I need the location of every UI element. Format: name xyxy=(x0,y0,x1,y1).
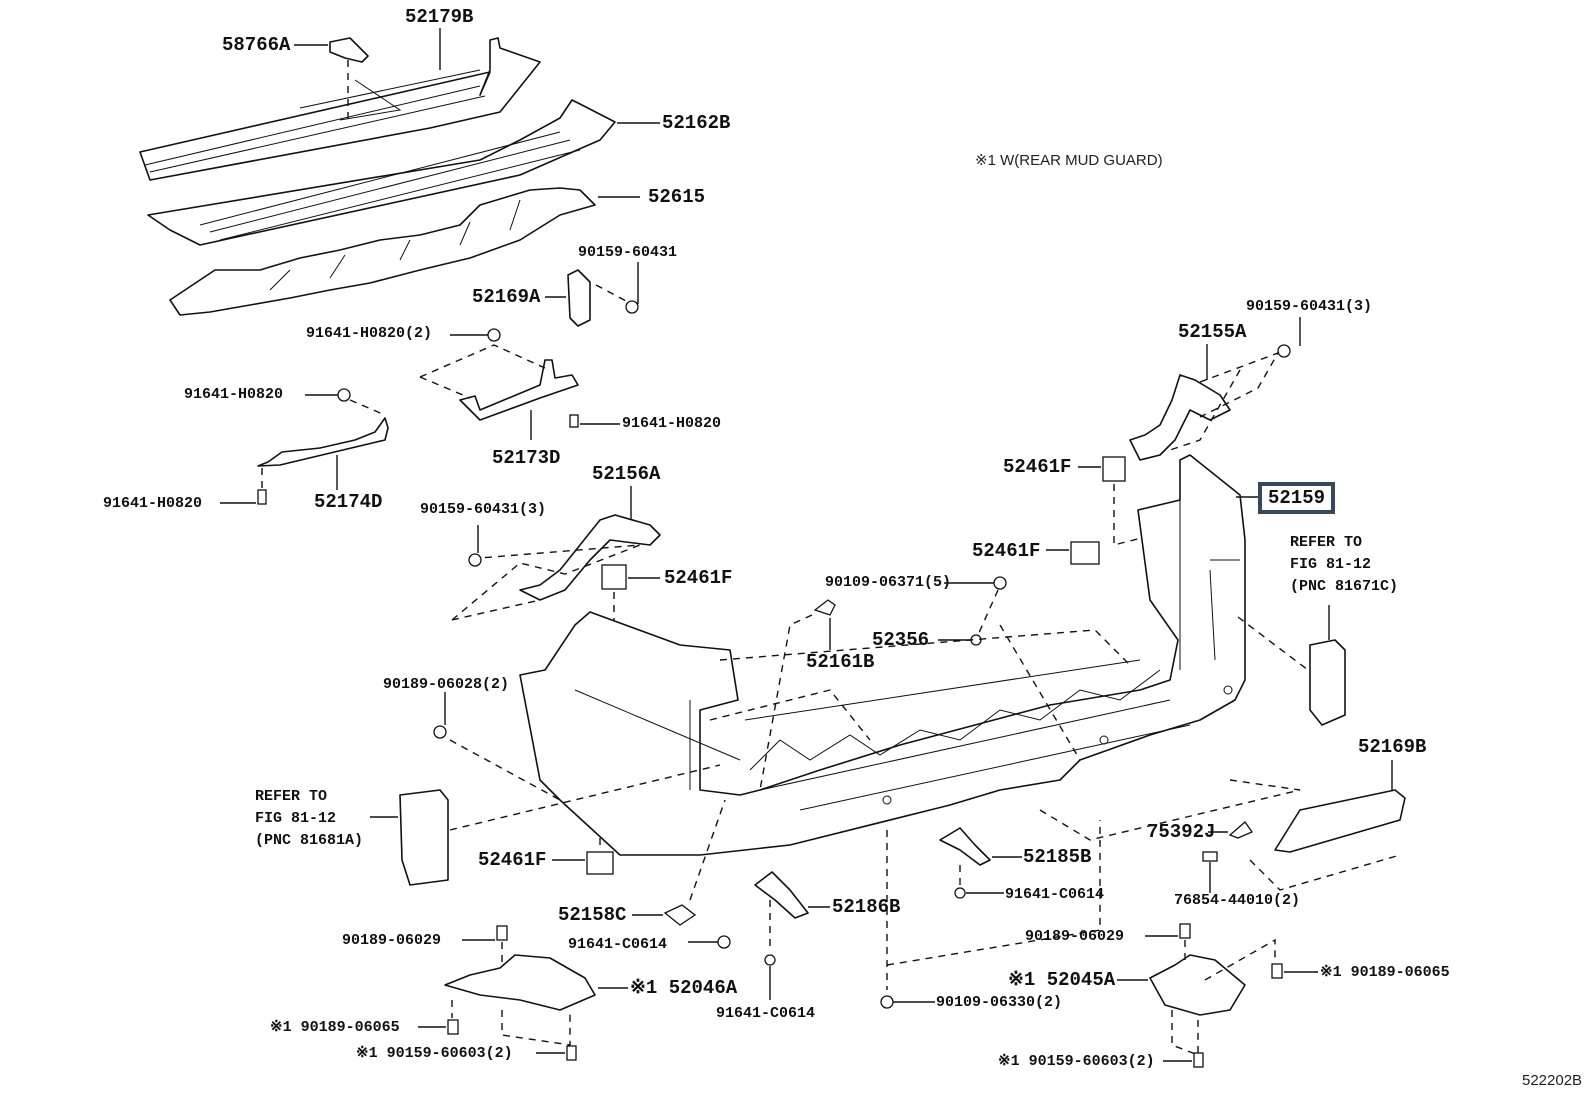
part-label-52169b[interactable]: 52169B xyxy=(1358,736,1427,758)
part-label-90109-06330-2[interactable]: 90109-06330(2) xyxy=(936,994,1063,1011)
lamp-81671c-drawing xyxy=(1309,639,1346,726)
bolt-icon xyxy=(337,388,351,402)
part-label-91641-h0820-2[interactable]: 91641-H0820(2) xyxy=(306,325,433,342)
part-label-52356[interactable]: 52356 xyxy=(872,629,930,651)
clip-icon xyxy=(1271,963,1283,979)
part-label-90159-60603-2[interactable]: ※1 90159-60603(2) xyxy=(356,1045,513,1062)
clip-cube-icon xyxy=(1102,456,1126,482)
part-label-91641-h0820[interactable]: 91641-H0820 xyxy=(103,495,203,512)
part-label-52461f[interactable]: 52461F xyxy=(664,567,733,589)
part-label-52162b[interactable]: 52162B xyxy=(662,112,731,134)
clip-icon xyxy=(1179,923,1191,939)
bolt-icon xyxy=(566,1045,577,1061)
screw-icon xyxy=(468,553,482,567)
part-label-52179b[interactable]: 52179B xyxy=(405,6,474,28)
screw-icon xyxy=(1277,344,1291,358)
part-label-91641-c0614[interactable]: 91641-C0614 xyxy=(716,1005,816,1022)
part-label-91641-c0614[interactable]: 91641-C0614 xyxy=(568,936,668,953)
part-52615-drawing xyxy=(169,187,596,316)
part-label-52174d[interactable]: 52174D xyxy=(314,491,383,513)
bolt-icon xyxy=(880,995,894,1009)
part-label-75392j[interactable]: 75392J xyxy=(1147,821,1216,843)
bolt-icon xyxy=(954,887,966,899)
part-label-90189-06065[interactable]: ※1 90189-06065 xyxy=(1320,964,1450,981)
clip-icon xyxy=(1202,851,1218,862)
part-52045a-drawing xyxy=(1149,954,1246,1016)
part-label-52169a[interactable]: 52169A xyxy=(472,286,541,308)
part-label-52156a[interactable]: 52156A xyxy=(592,463,661,485)
part-label-52185b[interactable]: 52185B xyxy=(1023,846,1092,868)
reference-note-81681a[interactable]: REFER TO FIG 81-12 (PNC 81681A) xyxy=(255,788,364,849)
lamp-81681a-drawing xyxy=(399,789,449,886)
part-52179b-drawing xyxy=(139,37,541,181)
part-52158c-drawing xyxy=(663,904,697,926)
bolt-icon xyxy=(717,935,731,949)
part-52186b-drawing xyxy=(754,871,809,919)
bolt-icon xyxy=(569,414,579,428)
bolt-icon xyxy=(993,576,1007,590)
part-label-52461f[interactable]: 52461F xyxy=(972,540,1041,562)
clip-icon xyxy=(496,925,508,941)
part-52162b-drawing xyxy=(147,99,616,246)
part-52169b-drawing xyxy=(1274,789,1406,853)
part-label-91641-c0614[interactable]: 91641-C0614 xyxy=(1005,886,1105,903)
part-52169a-drawing xyxy=(567,269,591,327)
legend-note: ※1 W(REAR MUD GUARD) xyxy=(975,152,1163,169)
part-label-58766a[interactable]: 58766A xyxy=(222,34,291,56)
part-label-52186b[interactable]: 52186B xyxy=(832,896,901,918)
part-label-90159-60431-3[interactable]: 90159-60431(3) xyxy=(420,501,547,518)
part-58766a-drawing xyxy=(329,37,369,63)
screw-icon xyxy=(433,725,447,739)
part-75392j-drawing xyxy=(1228,821,1253,839)
part-52155a-drawing xyxy=(1129,374,1231,461)
part-label-76854-44010-2[interactable]: 76854-44010(2) xyxy=(1174,892,1301,909)
bolt-icon xyxy=(764,954,776,966)
part-52173d-drawing xyxy=(459,359,579,421)
part-52161b-drawing xyxy=(813,599,836,616)
clip-cube-icon xyxy=(601,564,627,590)
clip-icon xyxy=(447,1019,459,1035)
clip-cube-icon xyxy=(1070,541,1100,565)
part-52185b-drawing xyxy=(939,827,991,866)
part-label-52045a[interactable]: ※1 52045A xyxy=(1008,969,1116,991)
part-label-90159-60603-2[interactable]: ※1 90159-60603(2) xyxy=(998,1053,1155,1070)
part-label-90189-06028-2[interactable]: 90189-06028(2) xyxy=(383,676,510,693)
part-label-91641-h0820[interactable]: 91641-H0820 xyxy=(622,415,722,432)
part-label-52158c[interactable]: 52158C xyxy=(558,904,627,926)
reference-note-81671c[interactable]: REFER TO FIG 81-12 (PNC 81671C) xyxy=(1290,534,1399,595)
bolt-icon xyxy=(257,489,267,505)
part-label-90189-06065[interactable]: ※1 90189-06065 xyxy=(270,1019,400,1036)
figure-id: 522202B xyxy=(1522,1072,1583,1089)
bolt-icon xyxy=(487,328,501,342)
part-label-52161b[interactable]: 52161B xyxy=(806,651,875,673)
part-label-52159-highlighted[interactable]: 52159 xyxy=(1258,482,1336,514)
part-label-52046a[interactable]: ※1 52046A xyxy=(630,977,738,999)
part-label-90109-06371-5[interactable]: 90109-06371(5) xyxy=(825,574,952,591)
part-label-90159-60431-3[interactable]: 90159-60431(3) xyxy=(1246,298,1373,315)
part-label-52173d[interactable]: 52173D xyxy=(492,447,561,469)
part-label-90189-06029[interactable]: 90189-06029 xyxy=(1025,928,1125,945)
part-label-52461f[interactable]: 52461F xyxy=(478,849,547,871)
part-label-91641-h0820[interactable]: 91641-H0820 xyxy=(184,386,284,403)
part-label-52461f[interactable]: 52461F xyxy=(1003,456,1072,478)
part-52046a-drawing xyxy=(444,954,596,1011)
part-label-52155a[interactable]: 52155A xyxy=(1178,321,1247,343)
part-52174d-drawing xyxy=(257,417,389,467)
part-label-90159-60431[interactable]: 90159-60431 xyxy=(578,244,678,261)
bolt-icon xyxy=(1193,1052,1204,1068)
part-label-52615[interactable]: 52615 xyxy=(648,186,706,208)
part-label-90189-06029[interactable]: 90189-06029 xyxy=(342,932,442,949)
part-52159-bumper-drawing xyxy=(519,454,1246,856)
screw-icon xyxy=(625,300,639,314)
clip-cube-icon xyxy=(586,851,614,875)
part-52156a-drawing xyxy=(519,514,661,601)
